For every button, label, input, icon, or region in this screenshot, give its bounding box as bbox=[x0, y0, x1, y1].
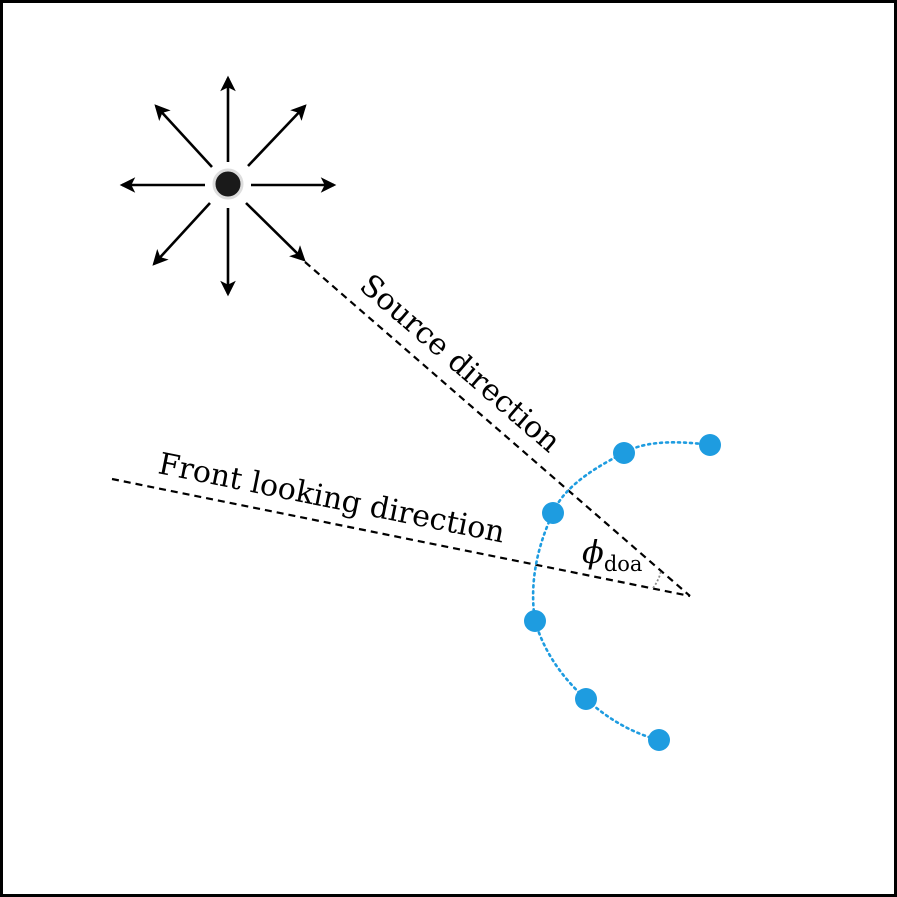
arrow-up-left bbox=[154, 104, 213, 168]
source-direction-line bbox=[304, 261, 691, 597]
front-direction-line bbox=[111, 477, 691, 598]
microphone-dot-icon bbox=[575, 688, 597, 710]
source-point bbox=[212, 168, 244, 200]
angle-subscript: doa bbox=[604, 552, 643, 576]
radiating-arrows bbox=[119, 75, 337, 297]
microphone-dot-icon bbox=[699, 434, 721, 456]
angle-symbol: ϕ bbox=[582, 533, 604, 571]
microphone-dot-icon bbox=[542, 502, 564, 524]
angle-marker-arc bbox=[652, 570, 662, 589]
microphone-array-arc bbox=[531, 441, 712, 742]
arrow-down-right bbox=[245, 202, 306, 262]
arrow-down-left bbox=[152, 202, 211, 266]
doa-diagram: Source direction Front looking direction… bbox=[111, 75, 721, 751]
source-direction-label: Source direction bbox=[353, 268, 567, 460]
microphone-array bbox=[524, 434, 721, 751]
angle-label: ϕdoa bbox=[582, 533, 642, 576]
microphone-dot-icon bbox=[524, 610, 546, 632]
sound-source-icon bbox=[119, 75, 337, 297]
arrow-up-right bbox=[247, 104, 307, 167]
microphone-dot-icon bbox=[613, 442, 635, 464]
microphone-dot-icon bbox=[648, 729, 670, 751]
